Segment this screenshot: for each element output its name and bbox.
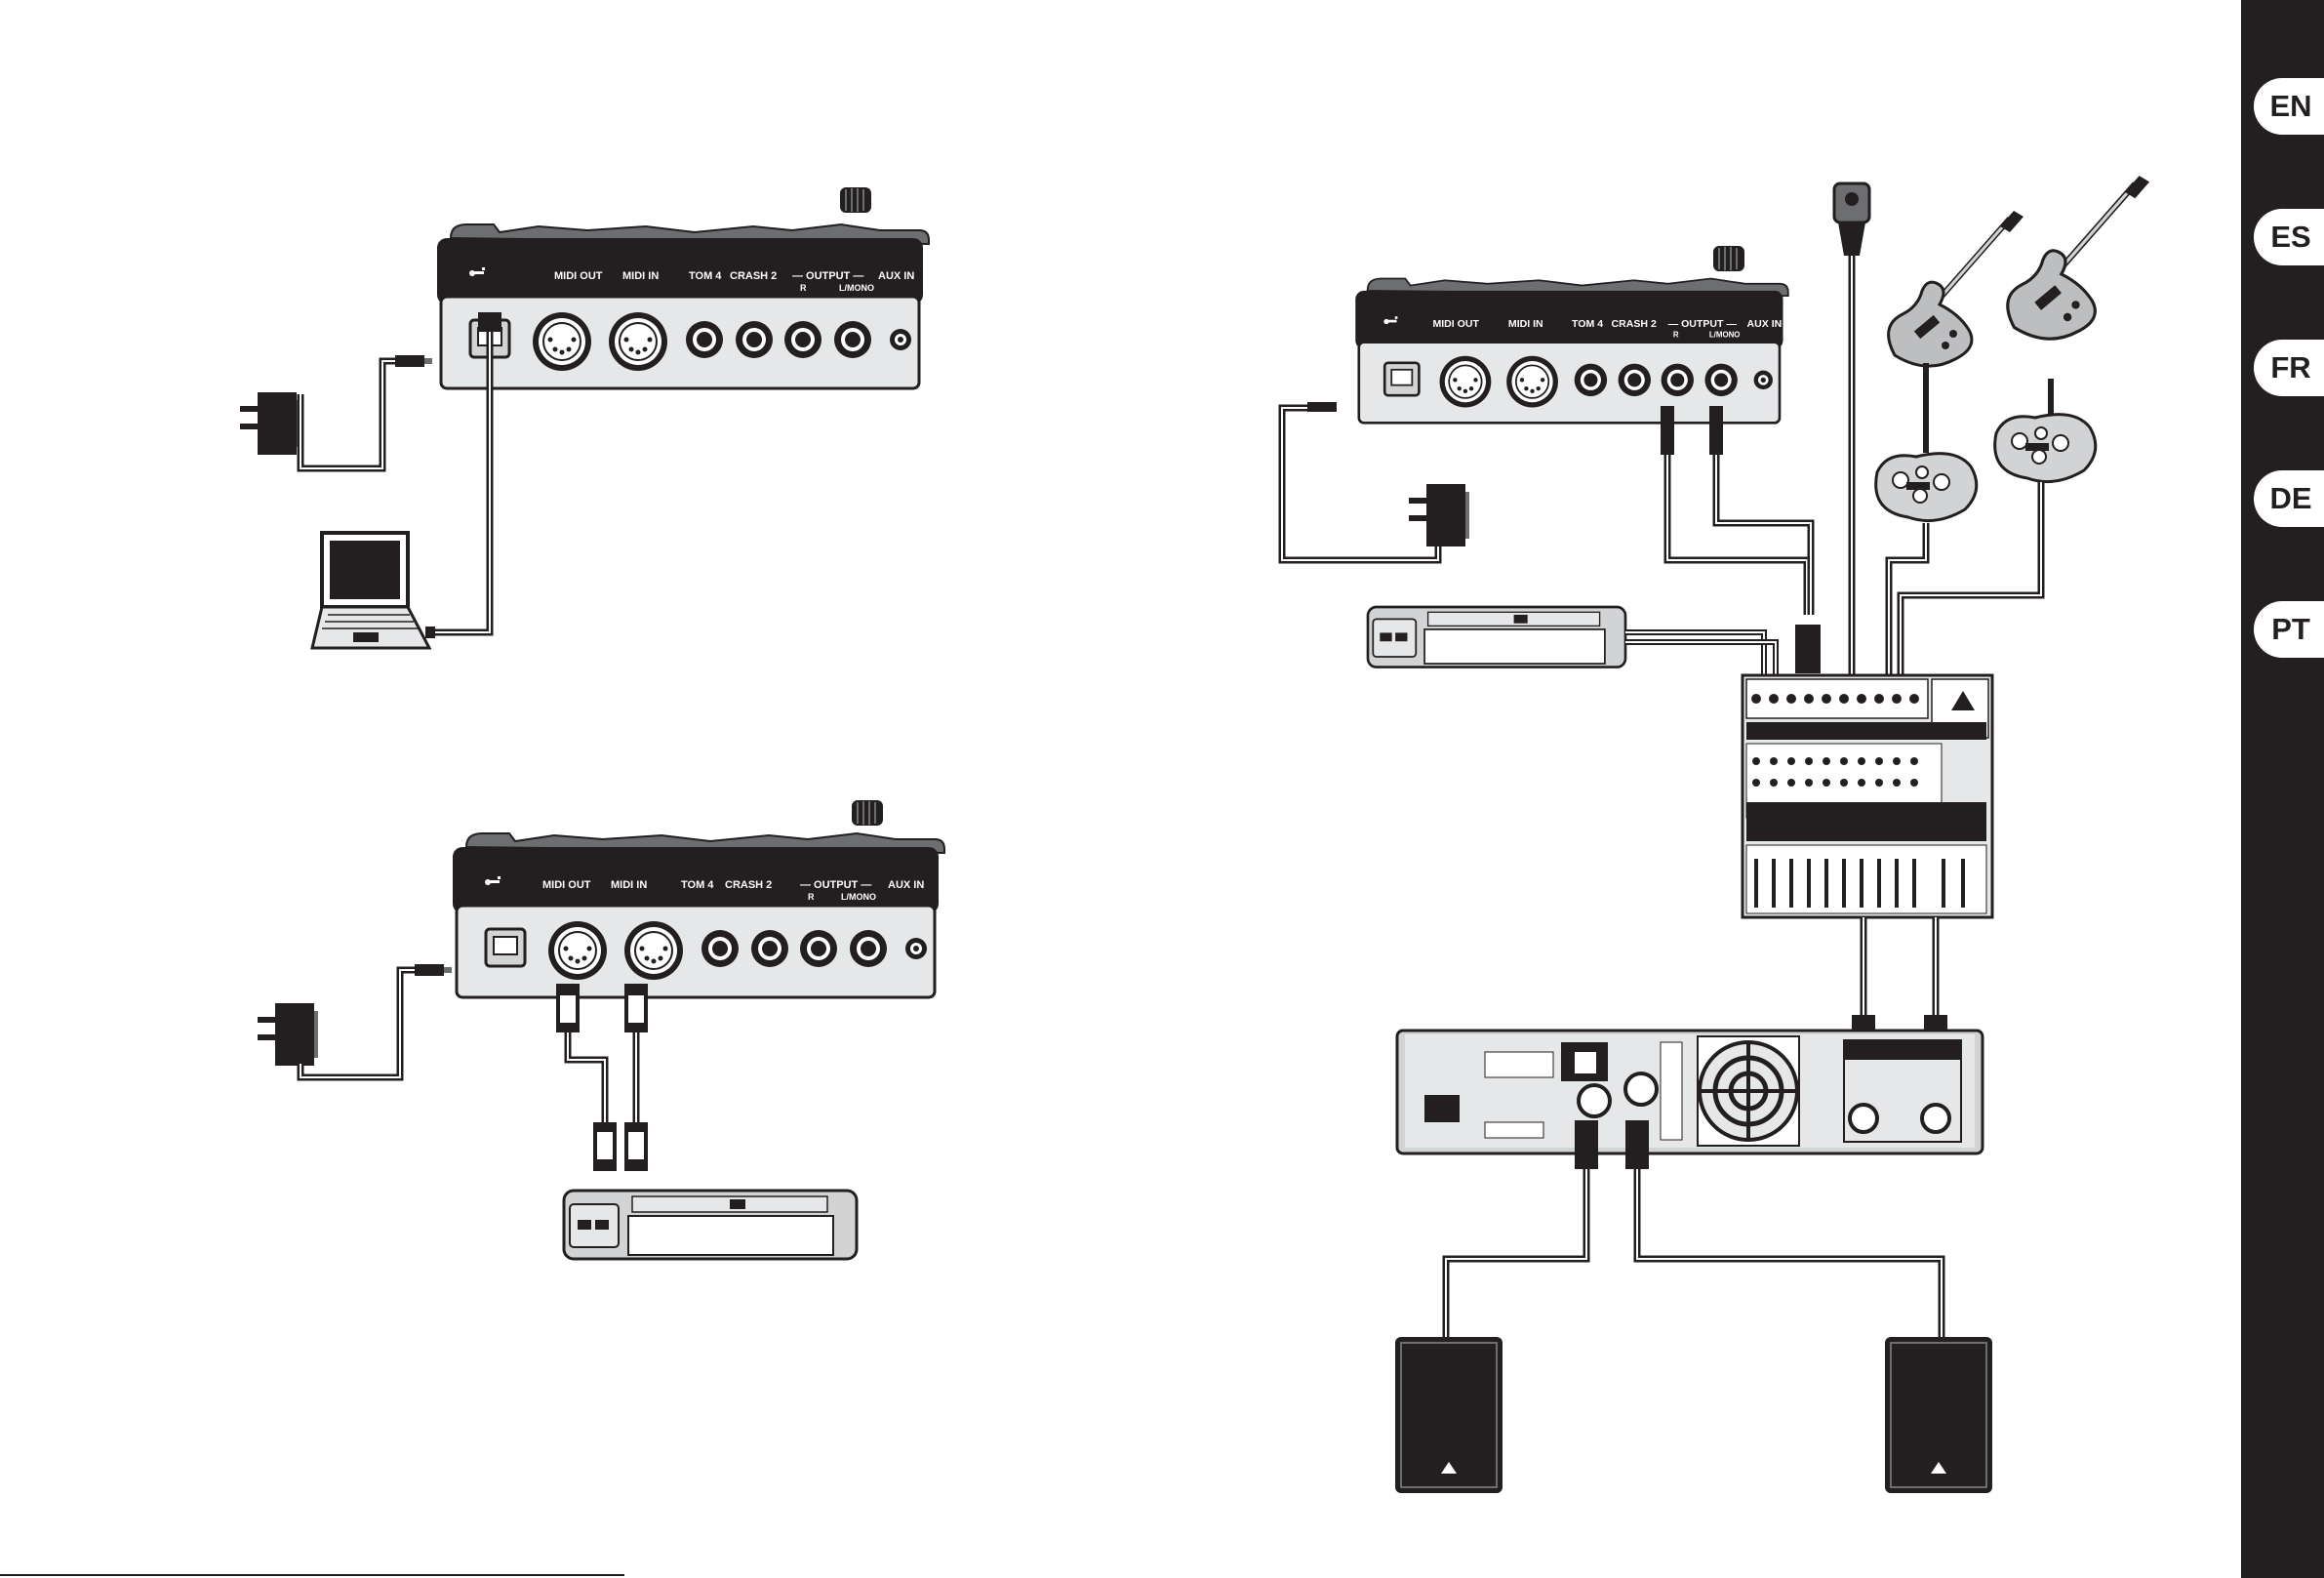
crash2-label: CRASH 2 xyxy=(730,270,777,282)
power-adapter-icon-2 xyxy=(258,1003,318,1066)
microphone-icon xyxy=(1834,183,1869,256)
mixer-icon xyxy=(1743,675,1992,917)
drum-module-rear-panel-3: MIDI OUT MIDI IN TOM 4 CRASH 2 — OUTPUT … xyxy=(1355,279,1788,424)
aux-in-label-2: AUX IN xyxy=(888,879,924,891)
output-r-label-3: R xyxy=(1673,330,1679,339)
power-amplifier-icon xyxy=(1397,1031,1983,1153)
midi-out-label-2: MIDI OUT xyxy=(542,879,591,891)
power-adapter-icon xyxy=(240,392,301,455)
bass-guitar-icon xyxy=(2008,176,2149,339)
output-label-3: — OUTPUT — xyxy=(1668,318,1738,330)
drum-module-rear-panel: MIDI OUT MIDI IN TOM 4 CRASH 2 — OUTPUT … xyxy=(437,224,929,388)
aux-in-label: AUX IN xyxy=(878,270,914,282)
output-label: — OUTPUT — xyxy=(792,270,863,282)
tom4-label: TOM 4 xyxy=(689,270,722,282)
aux-in-label-3: AUX IN xyxy=(1747,318,1783,330)
midi-in-label: MIDI IN xyxy=(622,270,659,282)
output-lmono-label: L/MONO xyxy=(839,283,874,293)
full-stage-setup: MIDI OUT MIDI IN TOM 4 CRASH 2 — OUTPUT … xyxy=(1282,176,2149,1493)
speaker-icon xyxy=(1395,1337,1503,1493)
guitar-effects-pedal-icon-2 xyxy=(1995,415,2096,482)
midi-in-label-3: MIDI IN xyxy=(1508,318,1543,330)
midi-keyboard-icon xyxy=(564,1191,857,1259)
output-r-label-2: R xyxy=(808,892,815,902)
midi-keyboard-icon-2 xyxy=(1368,607,1625,668)
laptop-icon xyxy=(312,533,435,648)
output-lmono-label-2: L/MONO xyxy=(841,892,876,902)
tom4-label-2: TOM 4 xyxy=(681,879,714,891)
drum-module-usb-setup: MIDI OUT MIDI IN TOM 4 CRASH 2 — OUTPUT … xyxy=(240,187,929,648)
crash2-label-3: CRASH 2 xyxy=(1612,318,1657,330)
midi-out-label-3: MIDI OUT xyxy=(1432,318,1479,330)
output-r-label: R xyxy=(800,283,807,293)
drum-module-rear-panel-2: MIDI OUT MIDI IN TOM 4 CRASH 2 — OUTPUT … xyxy=(453,833,944,997)
midi-out-label: MIDI OUT xyxy=(554,270,603,282)
output-lmono-label-3: L/MONO xyxy=(1709,330,1741,339)
power-adapter-icon-3 xyxy=(1409,484,1469,546)
electric-guitar-icon xyxy=(1889,211,2023,366)
speaker-icon-2 xyxy=(1885,1337,1992,1493)
midi-in-label-2: MIDI IN xyxy=(611,879,647,891)
guitar-effects-pedal-icon xyxy=(1876,454,1977,521)
midi-cables xyxy=(556,984,648,1171)
drum-module-midi-setup: MIDI OUT MIDI IN TOM 4 CRASH 2 — OUTPUT … xyxy=(258,800,944,1259)
crash2-label-2: CRASH 2 xyxy=(725,879,772,891)
output-label-2: — OUTPUT — xyxy=(800,879,871,891)
tom4-label-3: TOM 4 xyxy=(1572,318,1603,330)
